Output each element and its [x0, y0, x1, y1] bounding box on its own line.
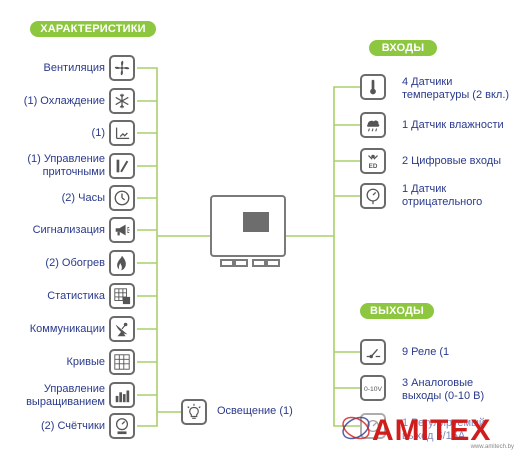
device-connector-4 — [266, 259, 280, 267]
char-label-cooling-pad: (1) — [91, 127, 105, 139]
cooling-pad-icon — [109, 120, 135, 146]
svg-text:ED: ED — [369, 163, 378, 170]
char-label-alarm: Сигнализация — [32, 224, 105, 236]
input-label-temperature: 4 Датчики температуры (2 вкл.) — [402, 76, 510, 101]
input-label-digital: 2 Цифровые входы — [402, 155, 502, 167]
relay-switch-icon — [360, 339, 386, 365]
brand-name: AMITEX — [372, 414, 492, 447]
analog-0-10v-icon: 0-10V — [360, 375, 386, 401]
device-connector-2 — [234, 259, 248, 267]
device-connector-1 — [220, 259, 234, 267]
char-label-heating: (2) Обогрев — [45, 257, 105, 269]
output-label-analog: 3 Аналоговые выходы (0-10 В) — [402, 377, 485, 402]
char-label-ventilation: Вентиляция — [43, 62, 106, 74]
inputs-header: ВХОДЫ — [369, 40, 437, 56]
char-label-counters: (2) Счётчики — [40, 420, 105, 432]
brand-url: www.amitech.by — [470, 444, 514, 450]
inlet-icon — [109, 153, 135, 179]
brand-logo-icon — [342, 416, 370, 440]
char-label-curves: Кривые — [66, 356, 105, 368]
char-label-cooling: (1) Охлаждение — [23, 95, 105, 107]
char-label-statistics: Статистика — [47, 290, 105, 302]
variable-output-icon — [360, 413, 386, 439]
controller-device — [210, 195, 286, 257]
statistics-icon — [109, 283, 135, 309]
controller-screen — [243, 212, 269, 232]
output-label-relay: 9 Реле (1 — [402, 346, 450, 358]
device-connector-3 — [252, 259, 266, 267]
input-label-pressure: 1 Датчик отрицательного — [402, 183, 483, 208]
humidity-icon — [360, 112, 386, 138]
left-bracket-line — [137, 67, 158, 427]
lighting-label: Освещение (1) — [217, 405, 293, 417]
svg-text:0-10V: 0-10V — [364, 386, 382, 393]
outputs-header: ВЫХОДЫ — [360, 303, 434, 319]
thermometer-icon — [360, 74, 386, 100]
fan-icon — [109, 55, 135, 81]
characteristics-header: ХАРАКТЕРИСТИКИ — [30, 21, 156, 37]
digital-input-icon: ED — [360, 148, 386, 174]
right-bracket-line — [333, 86, 360, 427]
snowflake-icon — [109, 88, 135, 114]
brand-watermark: AMITEX www.amitech.by — [340, 410, 516, 450]
alarm-horn-icon — [109, 217, 135, 243]
output-label-variable: 1 Регулируемый выход 6/15А — [402, 417, 486, 442]
char-label-growth-control: Управление выращиванием — [26, 383, 105, 408]
light-bulb-icon — [181, 399, 207, 425]
satellite-icon — [109, 316, 135, 342]
curves-grid-icon — [109, 349, 135, 375]
char-label-inlet-control: (1) Управление приточными — [27, 153, 105, 178]
counter-icon — [109, 413, 135, 439]
char-label-clock: (2) Часы — [61, 192, 105, 204]
flame-icon — [109, 250, 135, 276]
char-label-communications: Коммуникации — [29, 323, 105, 335]
input-label-humidity: 1 Датчик влажности — [402, 119, 504, 131]
pressure-gauge-icon — [360, 183, 386, 209]
clock-icon — [109, 185, 135, 211]
growth-chart-icon — [109, 382, 135, 408]
